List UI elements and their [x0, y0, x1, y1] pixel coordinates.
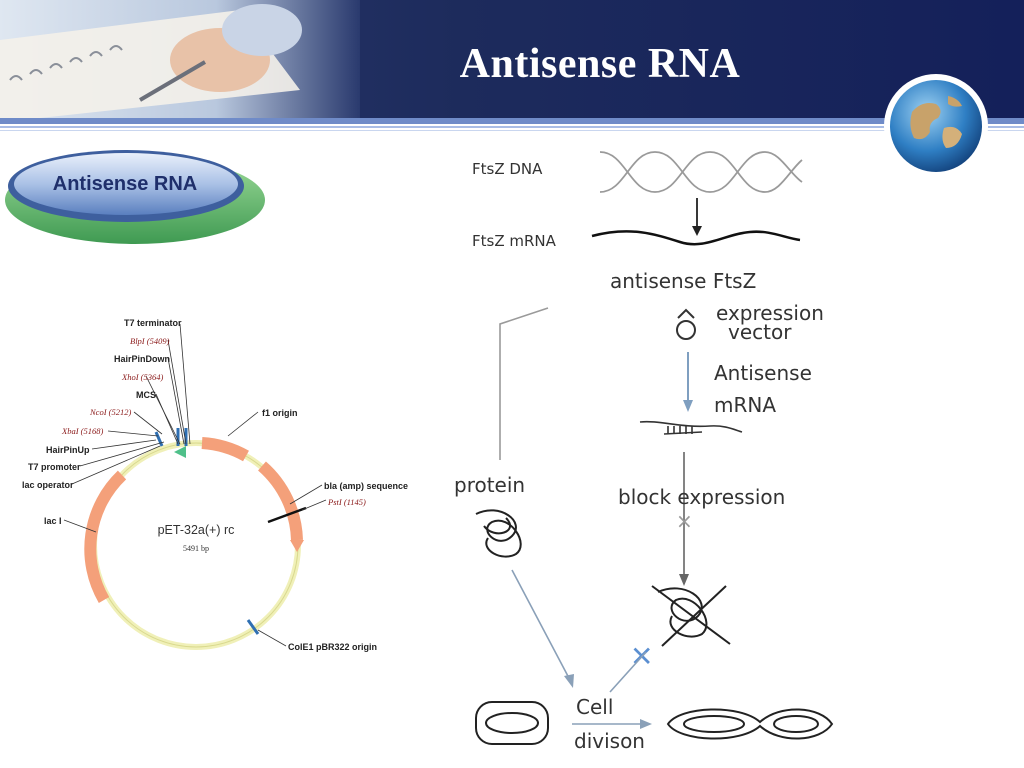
label-mcs: MCS — [136, 390, 156, 400]
label-xhoi: XhoI (5364) — [121, 372, 163, 382]
label-psti: PstI (1145) — [327, 497, 366, 507]
protein-branch-line — [499, 307, 549, 460]
label-vector: vector — [728, 320, 792, 344]
label-bla: bla (amp) sequence — [324, 481, 408, 491]
label-ncoi: NcoI (5212) — [89, 407, 131, 417]
topic-badge — [5, 150, 265, 244]
duplex-mrna-icon — [639, 420, 743, 435]
globe-icon — [884, 74, 988, 178]
single-cell-icon — [475, 701, 549, 745]
label-laci: lac I — [44, 516, 62, 526]
label-ftsz-dna: FtsZ DNA — [472, 160, 543, 178]
header-photo — [0, 0, 360, 118]
block-x-mark: × — [676, 509, 693, 533]
plasmid-name: pET-32a(+) rc — [158, 523, 235, 537]
label-cell: Cell — [576, 695, 613, 719]
label-blpi: BlpI (5409) — [130, 336, 170, 346]
header-rule — [0, 118, 1024, 124]
label-protein: protein — [454, 473, 525, 497]
divided-cells-icon — [666, 708, 834, 740]
label-f1-origin: f1 origin — [262, 408, 298, 418]
label-block-expression: block expression — [618, 485, 785, 509]
label-antisense-mrna: mRNA — [714, 393, 776, 417]
antisense-pathway-diagram: FtsZ DNA FtsZ mRNA antisense FtsZ expres… — [454, 151, 834, 753]
label-ftsz-mrna: FtsZ mRNA — [472, 232, 557, 250]
label-expression: expression — [716, 301, 824, 325]
bla-arc — [257, 461, 303, 541]
plasmid-size: 5491 bp — [183, 544, 209, 553]
page-title: Antisense RNA — [459, 41, 741, 87]
label-xbai: XbaI (5168) — [61, 426, 103, 436]
topic-badge-label: Antisense RNA — [52, 173, 198, 195]
dna-helix — [599, 151, 803, 193]
label-t7-terminator: T7 terminator — [124, 318, 182, 328]
label-antisense: Antisense — [714, 361, 812, 385]
plasmid-map: T7 terminator BlpI (5409) HairPinDown Xh… — [22, 318, 408, 652]
blocked-protein-icon — [651, 585, 731, 647]
label-hairpin-down: HairPinDown — [114, 354, 170, 364]
label-antisense-ftsz: antisense FtsZ — [610, 269, 756, 293]
label-hairpin-up: HairPinUp — [46, 445, 90, 455]
label-cole1: ColE1 pBR322 origin — [288, 642, 377, 652]
mrna-strand — [591, 230, 801, 246]
plasmid-vector-icon — [676, 308, 696, 340]
f1-origin-arc — [201, 437, 249, 462]
laci-arc — [84, 470, 127, 604]
header-rule-thin — [0, 126, 1024, 128]
label-lac-operator: lac operator — [22, 480, 74, 490]
header-rule-hairline — [0, 130, 1024, 131]
label-cell-division: divison — [574, 729, 645, 753]
label-t7-promoter: T7 promoter — [28, 462, 81, 472]
protein-tangle-icon — [475, 509, 522, 558]
